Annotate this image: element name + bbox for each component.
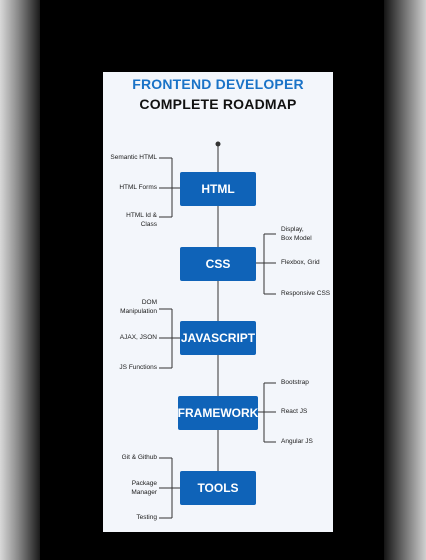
tools-topic-package-manager: Package Manager	[131, 480, 157, 496]
framework-topic-bootstrap: Bootstrap	[281, 379, 309, 386]
js-topic-functions: JS Functions	[119, 364, 157, 371]
css-node[interactable]: CSS	[180, 247, 256, 281]
spine-start-dot	[215, 141, 221, 147]
roadmap-title-line1: FRONTEND DEVELOPER	[132, 76, 304, 92]
roadmap-card: FRONTEND DEVELOPER COMPLETE ROADMAP	[103, 72, 333, 532]
html-node[interactable]: HTML	[180, 172, 256, 206]
tools-node[interactable]: TOOLS	[180, 471, 256, 505]
css-topic-display-box: Display, Box Model	[281, 226, 312, 242]
html-topic-forms: HTML Forms	[119, 184, 157, 191]
css-topic-flex-grid: Flexbox, Grid	[281, 259, 320, 266]
html-topic-semantic: Semantic HTML	[110, 154, 157, 161]
css-topic-responsive: Responsive CSS	[281, 290, 331, 297]
right-frame-border	[384, 0, 426, 560]
framework-topic-react: React JS	[281, 408, 308, 415]
framework-topic-angular: Angular JS	[281, 438, 313, 445]
framework-node[interactable]: FRAMEWORK	[178, 396, 258, 430]
js-topic-dom: DOM Manipulation	[120, 299, 157, 315]
tools-topic-git: Git & Github	[121, 454, 157, 461]
roadmap-title-line2: COMPLETE ROADMAP	[139, 96, 297, 112]
tools-topic-testing: Testing	[136, 514, 157, 521]
javascript-node[interactable]: JAVASCRIPT	[180, 321, 256, 355]
left-frame-border	[0, 0, 40, 560]
html-topic-id-class: HTML Id & Class	[126, 212, 157, 228]
js-topic-ajax-json: AJAX, JSON	[119, 334, 157, 341]
